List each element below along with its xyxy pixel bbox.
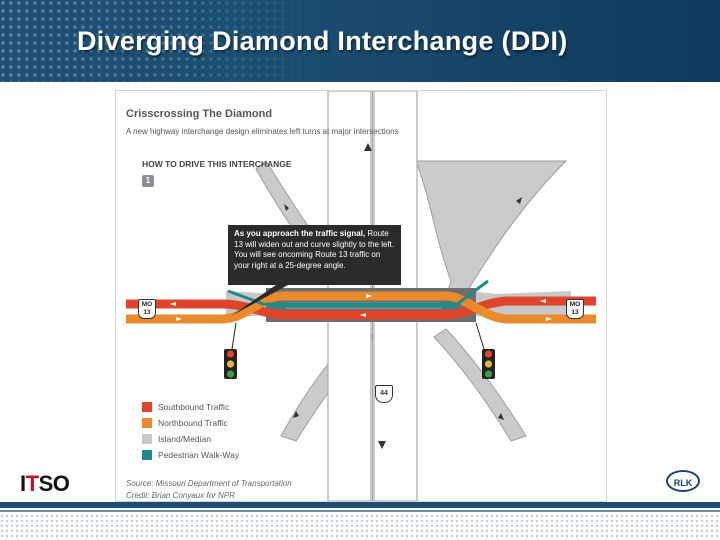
arrow-northbound-1 — [176, 317, 182, 321]
callout-text: Route 13 will widen out and curve slight… — [234, 229, 395, 270]
arrow-southbound-1 — [170, 302, 176, 306]
northbound-lane — [126, 291, 596, 324]
title-banner: Diverging Diamond Interchange (DDI) — [0, 0, 720, 82]
arrow-southbound-3 — [540, 299, 546, 303]
interstate-44-label: 44 — [380, 390, 388, 397]
mo13-shield-west: MO 13 — [138, 299, 156, 319]
walkway-ramp-right — [455, 279, 489, 307]
ramp-arrow-nw — [284, 204, 289, 211]
legend-swatch-median — [142, 434, 152, 444]
i44-arrow-up — [364, 143, 372, 151]
shield-west-line1: MO — [141, 301, 153, 308]
shield-east-line1: MO — [569, 301, 581, 308]
how-to-heading: HOW TO DRIVE THIS INTERCHANGE — [142, 159, 292, 169]
legend: Southbound Traffic Northbound Traffic Is… — [142, 399, 239, 463]
ramp-northeast — [415, 160, 568, 302]
ramp-arrow-sw — [293, 411, 299, 418]
shield-east-line2: 13 — [571, 309, 579, 316]
ramp-arrow-se — [498, 413, 504, 420]
callout-pointer — [231, 285, 288, 316]
ramp-southeast — [433, 328, 527, 442]
arrow-northbound-3 — [546, 317, 552, 321]
figure-title: Crisscrossing The Diamond — [126, 108, 273, 120]
southbound-lane — [126, 296, 596, 320]
itso-logo: ITSO — [20, 471, 70, 497]
walkway-ramp-left — [227, 289, 267, 307]
footer-line — [0, 510, 720, 512]
shield-west-line2: 13 — [143, 309, 151, 316]
traffic-signal-left — [224, 322, 237, 379]
ddi-diagram — [126, 91, 596, 501]
arrow-southbound-2 — [360, 313, 366, 317]
itso-logo-so: SO — [38, 471, 70, 496]
legend-swatch-southbound — [142, 402, 152, 412]
callout-bold-text: As you approach the traffic signal, — [234, 229, 366, 238]
instruction-callout: As you approach the traffic signal, Rout… — [228, 225, 401, 285]
legend-item-median: Island/Median — [142, 431, 239, 447]
legend-label-northbound: Northbound Traffic — [158, 418, 228, 428]
ramp-arrow-ne — [516, 197, 522, 204]
legend-item-northbound: Northbound Traffic — [142, 415, 239, 431]
footer-stripe — [0, 502, 720, 508]
legend-swatch-northbound — [142, 418, 152, 428]
figure-source: Source: Missouri Department of Transport… — [126, 479, 292, 488]
slide-title: Diverging Diamond Interchange (DDI) — [77, 26, 568, 56]
legend-swatch-walkway — [142, 450, 152, 460]
legend-label-median: Island/Median — [158, 434, 211, 444]
step-number-badge: 1 — [142, 175, 154, 187]
legend-item-walkway: Pedestrian Walk-Way — [142, 447, 239, 463]
ddi-diagram-panel: Crisscrossing The Diamond A new highway … — [115, 90, 607, 502]
interstate-44-shield: 44 — [375, 385, 393, 403]
mo13-shield-east: MO 13 — [566, 299, 584, 319]
itso-logo-i: I — [20, 471, 26, 496]
legend-label-southbound: Southbound Traffic — [158, 402, 230, 412]
legend-label-walkway: Pedestrian Walk-Way — [158, 450, 240, 460]
i44-arrow-down — [378, 441, 386, 449]
traffic-signal-right — [475, 322, 495, 379]
banner-dot-pattern — [0, 0, 330, 82]
figure-credit: Credit: Brian Conyaux for NPR — [126, 491, 235, 500]
arrow-northbound-2 — [366, 294, 372, 298]
footer-dot-pattern — [0, 514, 720, 540]
rlk-logo: RLK — [666, 470, 700, 492]
itso-logo-t: T — [25, 471, 39, 496]
figure-subtitle: A new highway interchange design elimina… — [126, 127, 399, 136]
legend-item-southbound: Southbound Traffic — [142, 399, 239, 415]
